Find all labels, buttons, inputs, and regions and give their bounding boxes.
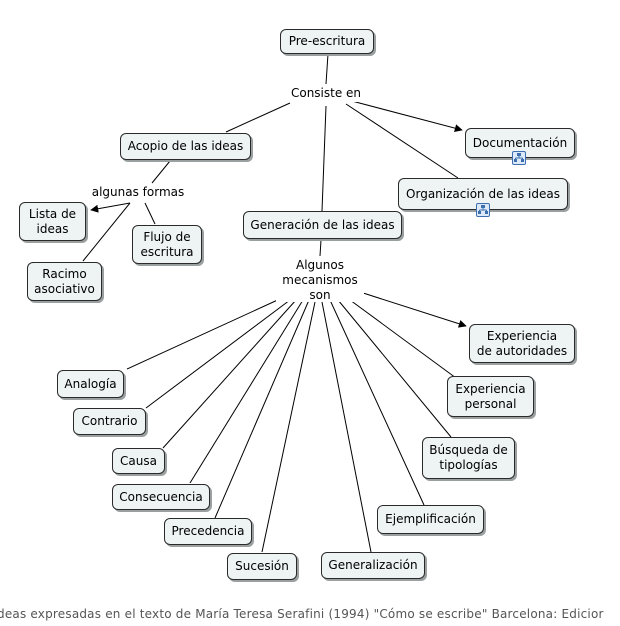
node-ejemplificacion[interactable]: Ejemplificación <box>377 505 484 534</box>
link-consiste-documentacion <box>347 99 463 133</box>
node-lista-de-ideas[interactable]: Lista de ideas <box>19 202 86 241</box>
link-label-consiste-en: Consiste en <box>286 85 366 102</box>
link-mec-exp-autoridades <box>359 291 467 328</box>
node-generacion[interactable]: Generación de las ideas <box>243 211 402 239</box>
link-mec-analogia <box>126 297 283 370</box>
link-consiste-generacion <box>321 105 327 212</box>
link-formas-racimo <box>82 202 131 262</box>
link-formas-flujo <box>144 202 156 225</box>
node-busqueda-tipologias[interactable]: Búsqueda de tipologías <box>422 437 515 479</box>
caption-text: deas expresadas en el texto de María Ter… <box>0 607 604 621</box>
link-mec-causa <box>162 299 297 449</box>
node-causa[interactable]: Causa <box>112 448 165 474</box>
link-acopio-formas <box>151 160 171 184</box>
link-mec-ejemplificacion <box>329 299 425 506</box>
node-experiencia-personal[interactable]: Experiencia personal <box>447 376 534 417</box>
link-mec-contrario <box>145 299 291 409</box>
link-mec-sucesion <box>261 301 316 553</box>
link-generacion-mecanismos <box>319 239 322 257</box>
node-flujo-de-escritura[interactable]: Flujo de escritura <box>132 225 202 264</box>
link-consiste-acopio <box>225 102 291 133</box>
linked-map-icon[interactable] <box>512 151 526 165</box>
node-precedencia[interactable]: Precedencia <box>164 518 252 545</box>
node-racimo-asociativo[interactable]: Racimo asociativo <box>27 262 102 301</box>
link-mec-generalizacion <box>321 301 372 553</box>
source-caption: deas expresadas en el texto de María Ter… <box>0 605 620 623</box>
link-mec-precedencia <box>214 299 310 519</box>
node-contrario[interactable]: Contrario <box>73 408 146 435</box>
link-label-algunos-mecanismos: Algunos mecanismos son <box>276 258 364 302</box>
node-analogia[interactable]: Analogía <box>57 370 124 398</box>
node-acopio[interactable]: Acopio de las ideas <box>120 133 251 160</box>
node-generalizacion[interactable]: Generalización <box>321 552 425 579</box>
node-consecuencia[interactable]: Consecuencia <box>112 484 210 510</box>
link-mec-busqueda <box>337 299 452 438</box>
linked-map-icon[interactable] <box>476 203 490 217</box>
link-mec-consecuencia <box>189 299 304 484</box>
node-pre-escritura[interactable]: Pre-escritura <box>280 29 374 54</box>
link-mec-exp-personal <box>349 299 457 379</box>
link-consiste-organizacion <box>345 103 459 179</box>
link-root-consiste <box>325 53 329 85</box>
link-formas-lista <box>90 202 131 213</box>
node-experiencia-autoridades[interactable]: Experiencia de autoridades <box>469 324 575 363</box>
node-sucesion[interactable]: Sucesión <box>227 553 297 580</box>
link-label-algunas-formas: algunas formas <box>88 184 188 201</box>
